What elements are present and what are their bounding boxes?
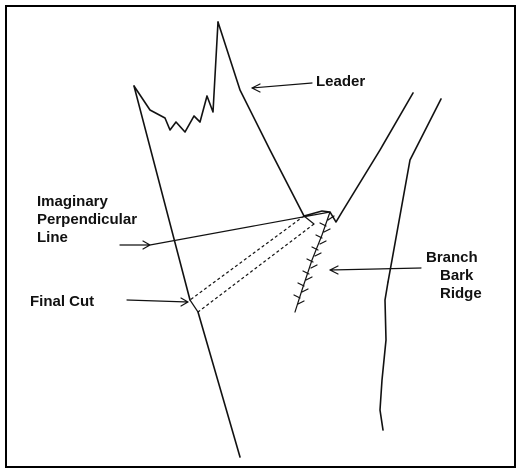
branch-collar-notch	[303, 92, 414, 223]
leader-jagged-top	[133, 21, 219, 133]
diagram-border	[5, 5, 516, 468]
trunk-left-edge	[133, 85, 191, 301]
imaginary-label-line1: Imaginary	[37, 193, 109, 210]
cut-edge-top	[303, 215, 315, 225]
leader-label: Leader	[316, 73, 365, 90]
branch-bark-ridge	[293, 211, 335, 313]
imaginary-label-line3: Line	[37, 229, 68, 246]
imaginary-label-line2: Perpendicular	[37, 211, 137, 228]
branch-right-edge	[387, 98, 442, 283]
branch-ridge-label-line2: Bark	[440, 267, 474, 284]
branch-lower-edge	[379, 281, 389, 431]
branch-ridge-label-line3: Ridge	[440, 285, 482, 302]
trunk-lower-edge	[197, 311, 241, 458]
leader-arrow	[251, 82, 313, 93]
cut-edge-bottom	[189, 299, 199, 313]
final-cut-label: Final Cut	[30, 293, 94, 310]
final-cut-line-upper	[189, 215, 305, 301]
final-cut-line-lower	[197, 223, 315, 313]
leader-right-edge	[217, 21, 305, 217]
branch-ridge-arrow	[329, 265, 422, 275]
branch-ridge-label-line1: Branch	[426, 249, 478, 266]
imaginary-perpendicular-line	[149, 211, 331, 246]
final-cut-arrow	[126, 297, 189, 307]
imaginary-arrow	[119, 240, 151, 250]
